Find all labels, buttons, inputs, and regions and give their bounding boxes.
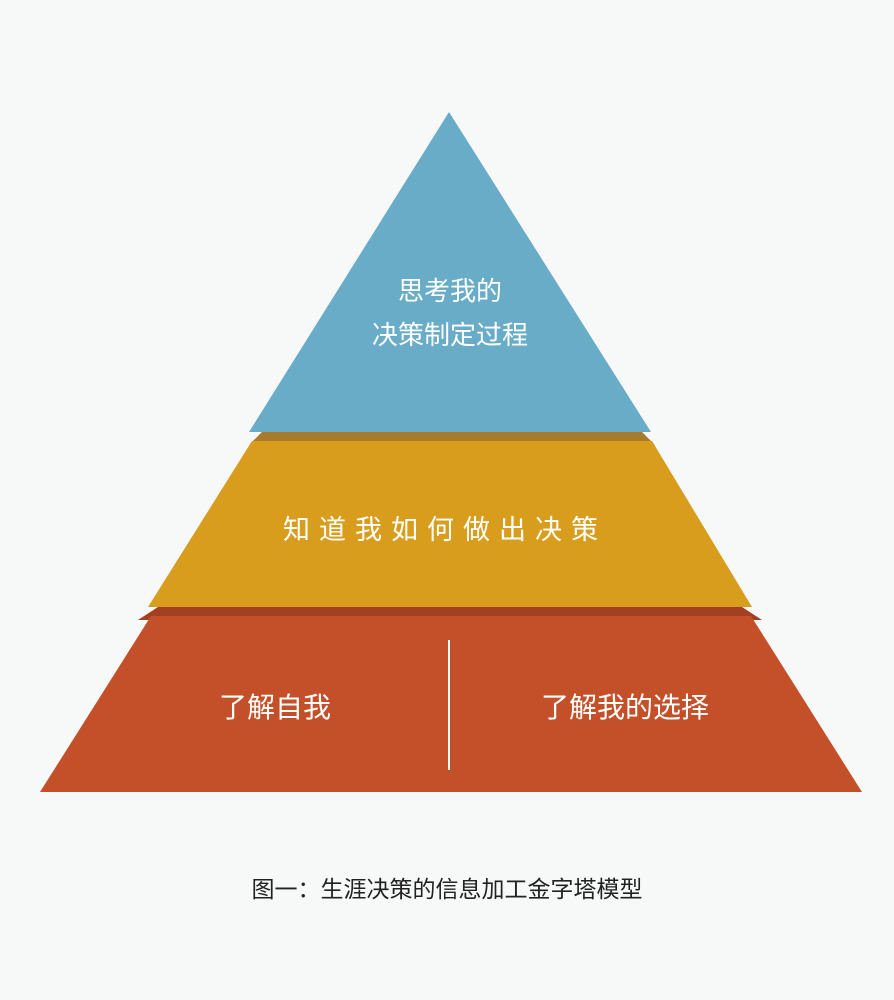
middle-tier xyxy=(148,441,752,607)
bottom-tier-right-label: 了解我的选择 xyxy=(540,691,709,724)
top-tier-label-line-2: 决策制定过程 xyxy=(371,321,528,351)
top-tier xyxy=(249,112,651,432)
top-tier-label-line-1: 思考我的 xyxy=(397,277,502,307)
middle-tier-label: 知道我如何做出决策 xyxy=(283,515,607,546)
bottom-tier-left-label: 了解自我 xyxy=(218,691,331,724)
figure-caption: 图一：生涯决策的信息加工金字塔模型 xyxy=(251,877,643,903)
bottom-tier xyxy=(40,616,862,792)
top-tier-label: 思考我的 决策制定过程 xyxy=(300,270,600,358)
